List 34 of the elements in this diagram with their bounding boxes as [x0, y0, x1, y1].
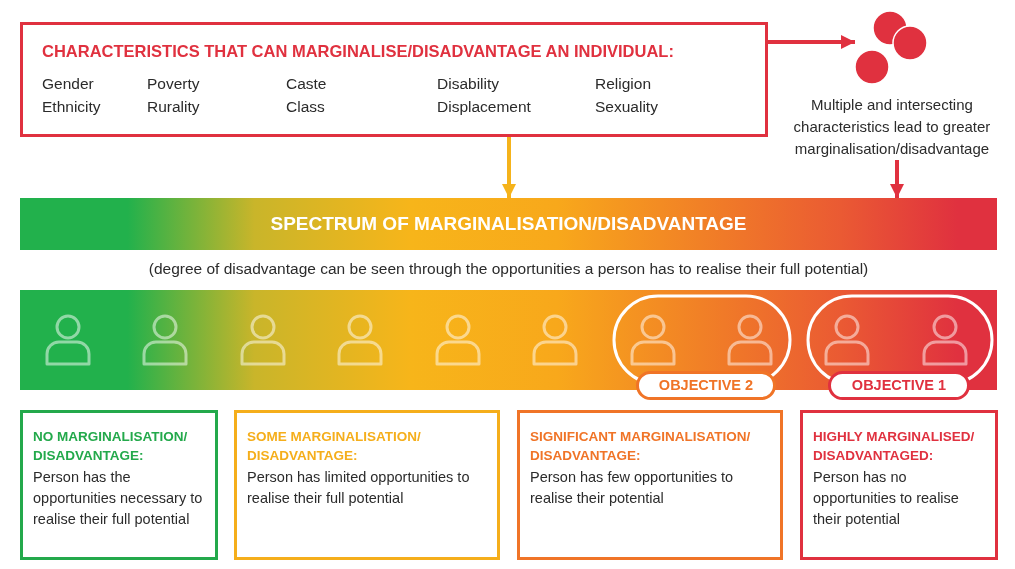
circles-icon [855, 10, 929, 85]
characteristic-item: Rurality [147, 97, 200, 117]
characteristic-item: Religion [595, 74, 651, 94]
characteristic-item: Disability [437, 74, 499, 94]
level-description: Person has few opportunities to realise their potential [530, 468, 735, 508]
level-description: Person has no opportunities to realise their potential [813, 468, 960, 529]
band-title: SPECTRUM OF MARGINALISATION/DISADVANTAGE [270, 212, 747, 236]
level-box [800, 410, 998, 560]
characteristic-item: Displacement [437, 97, 531, 117]
level-description: Person has the opportunities necessary to realise their full potential [33, 468, 204, 529]
characteristic-item: Gender [42, 74, 94, 94]
arrow [768, 35, 855, 49]
characteristic-item: Sexuality [595, 97, 658, 117]
box-heading: CHARACTERISTICS THAT CAN MARGINALISE/DISADVANTAGE AN INDIVIDUAL: [42, 41, 675, 62]
characteristic-item: Poverty [147, 74, 200, 94]
level-heading: NO MARGINALISATION/ DISADVANTAGE: [33, 428, 189, 465]
characteristic-item: Caste [286, 74, 327, 94]
note-text: Multiple and intersecting characteristics lead to greater marginalisation/disadvantage [780, 94, 1004, 160]
level-heading: SIGNIFICANT MARGINALISATION/ DISADVANTAGE: [530, 428, 752, 465]
level-description: Person has limited opportunities to realise their full potential [247, 468, 471, 508]
level-box [20, 410, 218, 560]
objective-badge: OBJECTIVE 1 [828, 371, 970, 400]
characteristic-item: Class [286, 97, 325, 117]
level-box [517, 410, 783, 560]
level-box [234, 410, 500, 560]
level-heading: HIGHLY MARGINALISED/ DISADVANTAGED: [813, 428, 976, 465]
characteristics-box [20, 22, 768, 137]
subtitle-text: (degree of disadvantage can be seen through the opportunities a person has to realise their full potential) [147, 259, 870, 279]
characteristic-item: Ethnicity [42, 97, 101, 117]
spectrum-band [20, 198, 997, 250]
arrow [890, 160, 904, 198]
objective-badge: OBJECTIVE 2 [636, 371, 776, 400]
arrow [502, 137, 516, 198]
level-heading: SOME MARGINALISATION/ DISADVANTAGE: [247, 428, 422, 465]
